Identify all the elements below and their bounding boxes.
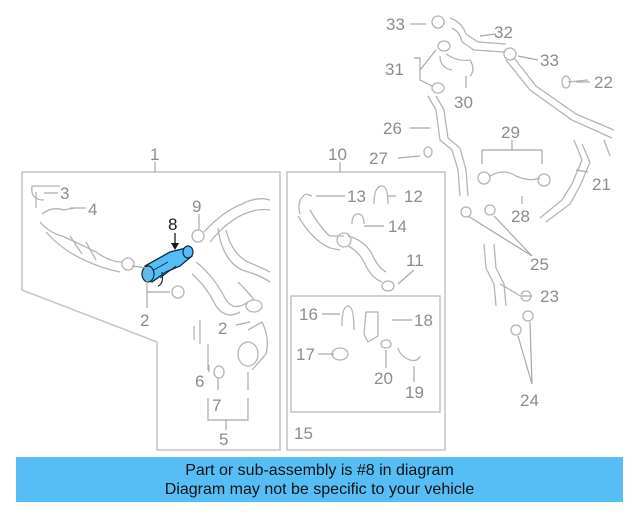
callout-1: 1 xyxy=(150,145,159,164)
banner-line-1: Part or sub-assembly is #8 in diagram xyxy=(185,462,454,479)
callout-17: 17 xyxy=(296,345,315,364)
group-15-parts xyxy=(331,305,421,362)
callout-7: 7 xyxy=(212,396,221,415)
group-10-parts xyxy=(297,185,395,292)
group-1-parts xyxy=(31,185,271,379)
banner-line-2: Diagram may not be specific to your vehi… xyxy=(164,481,475,498)
callout-2a: 2 xyxy=(140,311,149,330)
callout-28: 28 xyxy=(511,207,530,226)
callout-19: 19 xyxy=(405,383,424,402)
group-box-15 xyxy=(290,295,441,413)
callout-11: 11 xyxy=(406,251,424,270)
callout-23: 23 xyxy=(540,287,559,306)
callout-9: 9 xyxy=(192,197,201,216)
callout-5: 5 xyxy=(219,430,228,449)
callout-30: 30 xyxy=(454,93,473,112)
callout-10: 10 xyxy=(328,145,347,164)
callout-18: 18 xyxy=(414,311,433,330)
part-8-highlight xyxy=(141,233,194,287)
callout-22: 22 xyxy=(594,73,613,92)
group-box-1 xyxy=(21,171,281,451)
callout-labels: 1 2 2 3 4 5 6 7 8 9 10 11 12 13 14 15 16… xyxy=(60,15,613,449)
callout-26: 26 xyxy=(383,119,402,138)
callout-33a: 33 xyxy=(386,15,405,34)
right-side-parts xyxy=(423,15,615,336)
info-banner: Part or sub-assembly is #8 in diagram Di… xyxy=(16,457,623,502)
callout-15: 15 xyxy=(294,424,313,443)
callout-21: 21 xyxy=(592,175,611,194)
callout-16: 16 xyxy=(299,305,318,324)
group-box-10 xyxy=(286,171,446,451)
callout-3: 3 xyxy=(60,184,69,203)
callout-29: 29 xyxy=(501,123,520,142)
callout-14: 14 xyxy=(388,217,407,236)
callout-31: 31 xyxy=(385,60,404,79)
callout-6: 6 xyxy=(195,372,204,391)
callout-2b: 2 xyxy=(218,319,227,338)
callout-8: 8 xyxy=(168,215,177,234)
callout-20: 20 xyxy=(374,369,393,388)
callout-27: 27 xyxy=(369,149,388,168)
callout-32: 32 xyxy=(494,23,513,42)
callout-24: 24 xyxy=(520,391,539,410)
callout-13: 13 xyxy=(347,187,366,206)
callout-25: 25 xyxy=(530,255,549,274)
callout-4: 4 xyxy=(88,200,97,219)
callout-12: 12 xyxy=(404,187,423,206)
leader-lines xyxy=(44,23,590,430)
callout-33b: 33 xyxy=(540,51,559,70)
